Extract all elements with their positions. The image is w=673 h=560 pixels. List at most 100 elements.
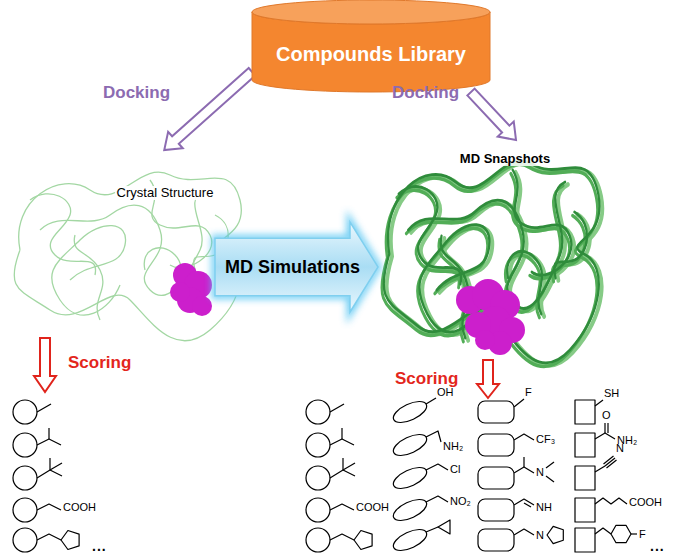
bond (330, 404, 344, 412)
bond (514, 499, 534, 505)
bond (330, 470, 343, 478)
box-scaffold (478, 401, 514, 423)
docking-arrow (164, 68, 255, 150)
bond (514, 399, 524, 407)
box-scaffold (478, 529, 514, 551)
cyclopentyl-ring (354, 531, 372, 550)
protein-coil (441, 236, 468, 338)
step-label: Scoring (395, 370, 458, 387)
substituent-label: F (639, 529, 646, 540)
node-text: MD Snapshots (458, 152, 552, 167)
arrow-glow (215, 222, 378, 312)
cyclopropyl-ring (438, 520, 450, 534)
bond (330, 504, 354, 510)
substituent-label: COOH (356, 502, 389, 513)
substituent-label: SH (604, 388, 619, 399)
step-label: Scoring (68, 354, 131, 371)
box-scaffold (575, 400, 595, 424)
ligand-blob (170, 263, 212, 316)
bond (595, 498, 627, 504)
ring-scaffold (13, 528, 37, 552)
md-simulations-arrow: MD Simulations (215, 222, 378, 312)
bond (50, 463, 62, 470)
ellipse-scaffold (390, 495, 429, 525)
ring-scaffold (306, 498, 330, 522)
substituent-label: OH (437, 387, 454, 398)
edge-label: Docking (392, 84, 459, 101)
ring-scaffold (13, 400, 37, 424)
ring-scaffold (306, 433, 330, 457)
cyclopentyl-ring (61, 531, 79, 550)
box-scaffold (478, 499, 514, 521)
bond (343, 463, 355, 470)
protein-coil (52, 226, 126, 315)
bond (49, 458, 50, 470)
protein-coil (384, 161, 600, 363)
ellipse-scaffold (390, 397, 429, 427)
bond (607, 460, 617, 468)
node-text: Compounds Library (276, 43, 466, 66)
ellipse-scaffold (390, 525, 429, 555)
bond (426, 398, 436, 404)
bond (524, 503, 531, 507)
bond (37, 439, 61, 445)
bond (546, 462, 554, 468)
substituent-label: O (602, 410, 611, 421)
bond (514, 529, 534, 535)
phenyl-ring (611, 525, 631, 542)
substituent-label: NO₂ (450, 496, 471, 507)
protein-coil (14, 172, 241, 341)
md-snapshots-protein (382, 161, 603, 367)
md-snapshots: MD Snapshots (375, 140, 610, 360)
box-scaffold (478, 434, 514, 456)
box-scaffold (575, 433, 595, 457)
pyrrole-ring (547, 526, 563, 543)
substituent-label: NH₂ (443, 441, 463, 452)
substituent-label: N (536, 467, 544, 478)
substituent-label: Cl (450, 464, 460, 475)
ring-scaffold (13, 433, 37, 457)
bond (343, 470, 355, 476)
node-text: MD Simulations (225, 257, 360, 278)
node-text: Crystal Structure (115, 186, 216, 201)
protein-coil (387, 163, 603, 365)
compound-structures (13, 397, 637, 555)
bond (341, 428, 342, 439)
bond (37, 470, 50, 478)
ligand-atom (170, 282, 190, 302)
bond (595, 466, 605, 472)
bond (37, 404, 51, 412)
ligand-atom (192, 296, 212, 316)
snapshot-ensemble (387, 163, 603, 365)
snapshot-ensemble (382, 164, 598, 366)
snapshot-ensemble (384, 161, 600, 363)
crystal-structure-protein (14, 172, 241, 341)
protein-coil (40, 190, 205, 295)
protein-coil (399, 187, 461, 284)
box-scaffold (575, 528, 595, 552)
bond (604, 456, 614, 464)
bond (342, 458, 343, 470)
bond (426, 527, 438, 532)
substituent-label: N (616, 443, 624, 454)
ring-scaffold (306, 466, 330, 490)
substituent-label: CF₃ (536, 434, 555, 445)
bond (631, 533, 637, 534)
substituent-label: N (536, 530, 544, 541)
bond (330, 534, 354, 540)
bond (546, 476, 554, 482)
protein-coil (382, 164, 598, 366)
ring-scaffold (13, 466, 37, 490)
bond (50, 470, 62, 476)
protein-coil (30, 194, 96, 275)
protein-coil (554, 212, 587, 278)
ligand-blob (456, 279, 525, 355)
substituent-label: F (525, 387, 532, 398)
bond (426, 496, 448, 502)
ligand-atom (475, 330, 495, 350)
protein-coil (74, 235, 103, 320)
bond (607, 423, 608, 433)
scoring-arrow (477, 360, 499, 398)
box-scaffold (575, 466, 595, 490)
